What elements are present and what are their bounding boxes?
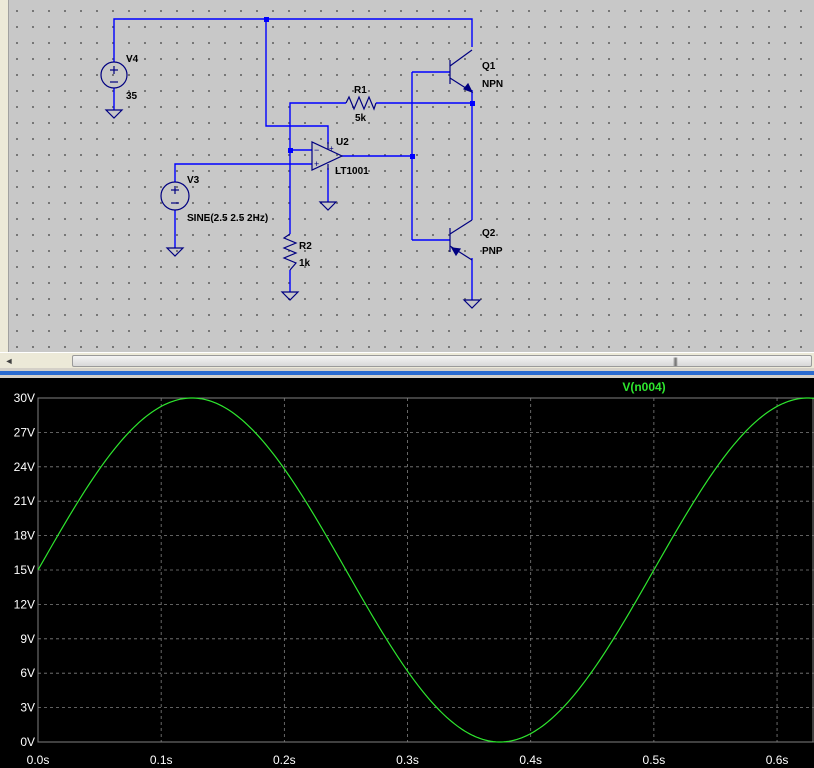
r1-name: R1 — [354, 85, 367, 96]
x-tick-label: 0.6s — [766, 753, 789, 767]
junction-dot — [470, 101, 475, 106]
y-tick-label: 15V — [14, 563, 35, 577]
schematic-pane: V4 35 V3 SINE(2.5 2.5 2Hz) R1 5k R2 1k −… — [0, 0, 814, 374]
y-tick-label: 27V — [14, 425, 35, 439]
v3-value: SINE(2.5 2.5 2Hz) — [187, 213, 268, 224]
grounds — [104, 109, 482, 309]
opamp-plus-sign: + — [314, 159, 319, 169]
scroll-left-arrow-icon[interactable]: ◄ — [4, 356, 14, 366]
y-tick-label: 24V — [14, 460, 35, 474]
y-tick-label: 6V — [20, 666, 35, 680]
plot-grid — [37, 397, 814, 743]
y-tick-label: 30V — [14, 391, 35, 405]
v4-name: V4 — [126, 54, 139, 65]
horizontal-scrollbar[interactable]: ◄ ||| — [0, 352, 814, 369]
scrollbar-thumb[interactable]: ||| — [72, 355, 812, 367]
r2-resistor[interactable] — [282, 233, 298, 271]
q1-name: Q1 — [482, 61, 496, 72]
y-tick-label: 3V — [20, 701, 35, 715]
v4-value: 35 — [126, 91, 138, 102]
v3-source[interactable] — [160, 181, 190, 211]
wires[interactable] — [113, 18, 473, 300]
q2-value: PNP — [482, 246, 503, 257]
ground-icon — [104, 109, 124, 119]
r1-value: 5k — [355, 113, 367, 124]
ground-icon — [318, 201, 338, 211]
ground-icon — [165, 247, 185, 257]
x-tick-label: 0.1s — [150, 753, 173, 767]
q1-npn-transistor[interactable] — [449, 49, 474, 94]
u2-name: U2 — [336, 137, 349, 148]
y-tick-label: 12V — [14, 597, 35, 611]
window-frame-bar — [0, 371, 814, 375]
r1-resistor[interactable] — [345, 95, 377, 111]
q2-pnp-transistor[interactable] — [449, 219, 473, 261]
opamp-minus-sign: − — [314, 145, 319, 155]
wire[interactable] — [113, 18, 473, 62]
y-tick-label: 21V — [14, 494, 35, 508]
junction-dot — [288, 148, 293, 153]
wire[interactable] — [174, 163, 312, 182]
wire[interactable] — [289, 102, 346, 150]
y-tick-label: 9V — [20, 632, 35, 646]
wire[interactable] — [265, 19, 329, 144]
pane-divider[interactable] — [0, 368, 814, 378]
x-tick-label: 0.0s — [27, 753, 50, 767]
y-axis-ticks: 0V 3V 6V 9V 12V 15V 18V 21V 24V 27V 30V — [14, 391, 35, 749]
trace-v-n004[interactable] — [37, 397, 814, 743]
q1-value: NPN — [482, 79, 503, 90]
v3-name: V3 — [187, 175, 200, 186]
junctions — [264, 17, 475, 159]
x-axis-ticks: 0.0s 0.1s 0.2s 0.3s 0.4s 0.5s 0.6s — [27, 753, 789, 767]
y-tick-label: 0V — [20, 735, 35, 749]
x-tick-label: 0.3s — [396, 753, 419, 767]
u2-value: LT1001 — [335, 166, 369, 177]
ground-icon — [462, 299, 482, 309]
scrollbar-grip-icon: ||| — [673, 356, 678, 366]
y-tick-label: 18V — [14, 529, 35, 543]
x-tick-label: 0.5s — [643, 753, 666, 767]
x-tick-label: 0.2s — [273, 753, 296, 767]
opamp-vplus-sign: + — [329, 144, 334, 153]
junction-dot — [264, 17, 269, 22]
junction-dot — [410, 154, 415, 159]
x-tick-label: 0.4s — [519, 753, 542, 767]
q2-name: Q2 — [482, 228, 496, 239]
ground-icon — [280, 291, 300, 301]
v4-source[interactable] — [100, 61, 128, 89]
u2-opamp[interactable] — [311, 141, 344, 171]
r2-name: R2 — [299, 241, 312, 252]
schematic-left-edge — [0, 0, 9, 352]
schematic-drawing[interactable]: V4 35 V3 SINE(2.5 2.5 2Hz) R1 5k R2 1k −… — [0, 0, 814, 352]
r2-value: 1k — [299, 258, 311, 269]
trace-label[interactable]: V(n004) — [622, 380, 665, 394]
